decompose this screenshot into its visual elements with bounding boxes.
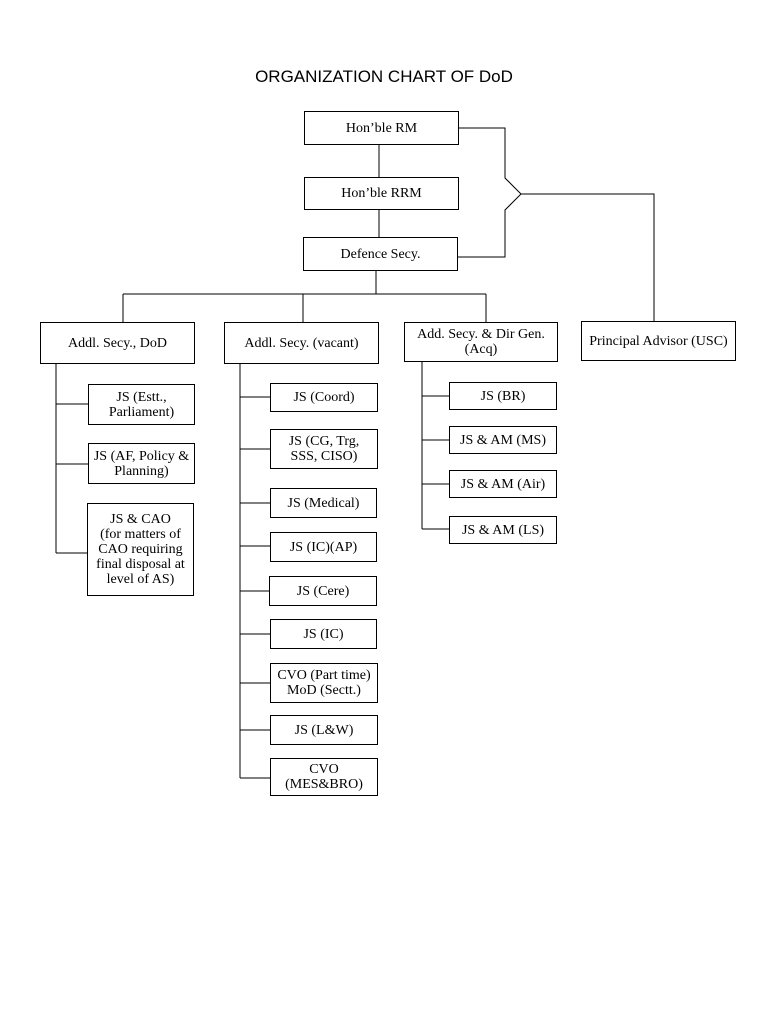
js-am-ls-box: JS & AM (LS) [449,516,557,544]
hon-ble-rrm-box: Hon’ble RRM [304,177,459,210]
connector-advisor-line [521,193,655,321]
hon-ble-rm-box: Hon’ble RM [304,111,459,145]
js-am-ms-box: JS & AM (MS) [449,426,557,454]
js-ic-box: JS (IC) [270,619,377,649]
js-cere-box: JS (Cere) [269,576,377,606]
js-cg-trg-sss-ciso-box: JS (CG, Trg, SSS, CISO) [270,429,378,469]
js-af-policy-planning-box: JS (AF, Policy & Planning) [88,443,195,484]
cvo-part-time-box: CVO (Part time) MoD (Sectt.) [270,663,378,703]
addl-secy-dir-gen-acq-box: Add. Secy. & Dir Gen. (Acq) [404,322,558,362]
js-medical-box: JS (Medical) [270,488,377,518]
principal-advisor-usc-box: Principal Advisor (USC) [581,321,736,361]
defence-secy-box: Defence Secy. [303,237,458,271]
cvo-mes-bro-box: CVO (MES&BRO) [270,758,378,796]
connector-group [55,127,655,779]
addl-secy-dod-box: Addl. Secy., DoD [40,322,195,364]
js-coord-box: JS (Coord) [270,383,378,412]
js-br-box: JS (BR) [449,382,557,410]
js-am-air-box: JS & AM (Air) [449,470,557,498]
js-lw-box: JS (L&W) [270,715,378,745]
js-cao-box: JS & CAO (for matters of CAO requiring f… [87,503,194,596]
js-estt-parliament-box: JS (Estt., Parliament) [88,384,195,425]
js-ic-ap-box: JS (IC)(AP) [270,532,377,562]
connector-advisor-bracket [458,127,522,258]
chart-title: ORGANIZATION CHART OF DoD [255,67,513,86]
addl-secy-vacant-box: Addl. Secy. (vacant) [224,322,379,364]
